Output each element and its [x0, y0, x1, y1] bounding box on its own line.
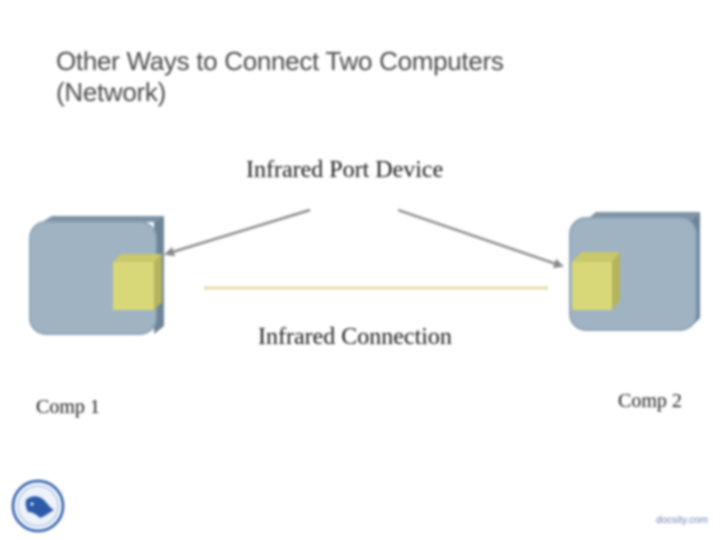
footer-site-link[interactable]: docsity.com	[655, 515, 708, 526]
slide-title: Other Ways to Connect Two Computers (Net…	[56, 46, 504, 107]
label-infrared-port-device: Infrared Port Device	[246, 157, 444, 183]
computer-2-ir-port	[572, 252, 620, 310]
label-infrared-connection: Infrared Connection	[258, 324, 452, 350]
arrow-to-computer-2-port	[397, 208, 564, 269]
arrow-to-computer-1-port	[164, 208, 311, 257]
computer-1-ir-port	[113, 254, 162, 310]
label-computer-2: Comp 2	[618, 390, 682, 412]
label-computer-1: Comp 1	[36, 396, 100, 418]
university-seal-icon	[11, 479, 65, 533]
